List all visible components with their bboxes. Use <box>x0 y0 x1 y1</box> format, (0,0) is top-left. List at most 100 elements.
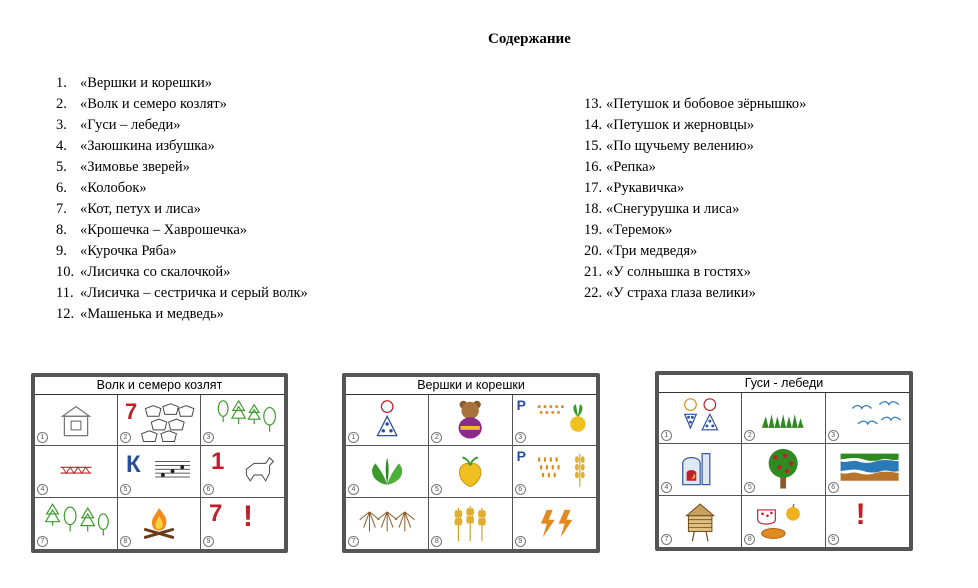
bear-icon <box>458 400 483 439</box>
item-number: 17. <box>584 180 603 196</box>
contents-item: 10.«Лисичка со скалочкой» <box>56 262 308 283</box>
item-title: «Вершки и корешки» <box>80 75 213 91</box>
item-title: «Петушок и бобовое зёрнышко» <box>606 96 807 112</box>
card-cell: 9 <box>513 498 596 549</box>
cell-number: 3 <box>827 430 839 442</box>
number-seven: 7 <box>125 399 138 424</box>
item-number: 7. <box>56 201 67 217</box>
contents-item: 17.«Рукавичка» <box>584 178 806 199</box>
cell-number: 2 <box>744 430 756 442</box>
card-cell: 7 2 <box>118 395 201 447</box>
contents-item: 2.«Волк и семеро козлят» <box>56 94 308 115</box>
card-cell: 8 <box>429 497 513 549</box>
item-title: «Зимовье зверей» <box>80 159 190 175</box>
item-title: «По щучьему велению» <box>606 138 754 154</box>
item-title: «Колобок» <box>80 180 147 196</box>
trees-icon <box>44 502 109 536</box>
item-number: 3. <box>56 117 67 133</box>
item-number: 13. <box>584 96 603 112</box>
item-title: «Кот, петух и лиса» <box>80 201 201 217</box>
card-cell: 8 <box>118 497 201 549</box>
item-title: «У солнышка в гостях» <box>606 264 751 280</box>
card-title: Вершки и корешки <box>346 377 596 395</box>
contents-item: 11.«Лисичка – сестричка и серый волк» <box>56 283 308 304</box>
contents-item: 16.«Репка» <box>584 157 806 178</box>
cell-number: 8 <box>120 535 131 547</box>
card-cell: 6 <box>825 444 909 496</box>
contents-item: 3.«Гуси – лебеди» <box>56 115 308 136</box>
card-cell: Р 6 <box>512 446 596 498</box>
goats-icon <box>141 403 195 442</box>
contents-item: 12. «Машенька и медведь» <box>56 304 308 325</box>
item-number: 14. <box>584 117 603 133</box>
exclamation-mark: ! <box>855 497 866 531</box>
stove-icon <box>682 453 711 486</box>
item-number: 12. <box>56 306 75 322</box>
item-number: 6. <box>56 180 67 196</box>
card-cell: 7 <box>659 495 743 547</box>
item-title: «Волк и семеро козлят» <box>80 96 227 112</box>
letter-k: К <box>126 451 141 479</box>
item-number: 4. <box>56 138 67 154</box>
letter-p: Р <box>516 397 526 413</box>
circle-triangle-icon <box>376 400 398 437</box>
cell-number: 3 <box>514 432 526 444</box>
item-title: «Лисичка – сестричка и серый волк» <box>80 285 308 301</box>
item-number: 22. <box>584 285 603 301</box>
item-title: «Рукавичка» <box>606 180 685 196</box>
cell-number: 1 <box>661 430 672 442</box>
cell-number: 7 <box>37 535 48 547</box>
card-cell: ! 9 <box>826 496 909 547</box>
card-cell: 8 <box>742 495 826 547</box>
cell-number: 4 <box>348 483 359 495</box>
cell-number: 8 <box>744 533 756 545</box>
campfire-icon <box>143 507 175 539</box>
cell-number: 5 <box>744 481 756 493</box>
card-cell: 7 ! 9 <box>201 498 284 549</box>
item-number: 1. <box>56 75 67 91</box>
item-title: «Петушок и жерновцы» <box>606 117 755 133</box>
cell-number: 9 <box>203 535 214 547</box>
item-title: «У страха глаза велики» <box>606 285 756 301</box>
cell-number: 9 <box>827 533 839 545</box>
item-number: 10. <box>56 264 75 280</box>
contents-item: 15.«По щучьему велению» <box>584 136 806 157</box>
cell-number: 1 <box>37 432 48 444</box>
music-notes-icon <box>155 461 190 478</box>
cell-number: 4 <box>661 481 672 493</box>
river-icon <box>840 454 899 482</box>
page-title: Содержание <box>488 31 571 47</box>
wheat-seeds-icon <box>537 454 585 487</box>
cell-number: 2 <box>120 432 131 444</box>
wheat-icon <box>454 505 487 541</box>
grass-icon <box>762 414 804 428</box>
cell-number: 6 <box>203 483 214 495</box>
card-tops-roots: Вершки и корешки 1 2 Р <box>342 373 600 553</box>
card-cell: 3 <box>201 395 284 447</box>
cell-number: 7 <box>348 535 359 547</box>
card-cell: 7 <box>35 497 118 549</box>
card-cell: 1 <box>346 395 430 447</box>
shapes-icon <box>683 398 719 431</box>
seeds-turnip-icon <box>537 404 586 432</box>
contents-item: 21.«У солнышка в гостях» <box>584 262 806 283</box>
cell-number: 3 <box>203 432 214 444</box>
item-title: «Машенька и медведь» <box>80 306 224 322</box>
card-cell: 5 <box>429 446 513 498</box>
contents-item: 1. «Вершки и корешки» <box>56 73 308 94</box>
cell-number: 7 <box>661 533 672 545</box>
item-title: «Теремок» <box>606 222 673 238</box>
card-cell: К 5 <box>118 446 201 498</box>
cell-number: 9 <box>514 535 526 547</box>
card-cell: 5 <box>742 444 826 496</box>
card-cell: 7 <box>346 497 430 549</box>
card-geese-swans: Гуси - лебеди 1 2 <box>655 371 913 551</box>
card-cell: 1 <box>659 393 743 445</box>
card-wolf-goats: Волк и семеро козлят 1 7 2 <box>31 373 288 553</box>
item-number: 15. <box>584 138 603 154</box>
roots-icon <box>359 511 415 532</box>
contents-item: 4.«Заюшкина избушка» <box>56 136 308 157</box>
cell-number: 6 <box>827 481 839 493</box>
number-seven: 7 <box>209 499 223 527</box>
cup-apple-icon <box>757 503 801 539</box>
